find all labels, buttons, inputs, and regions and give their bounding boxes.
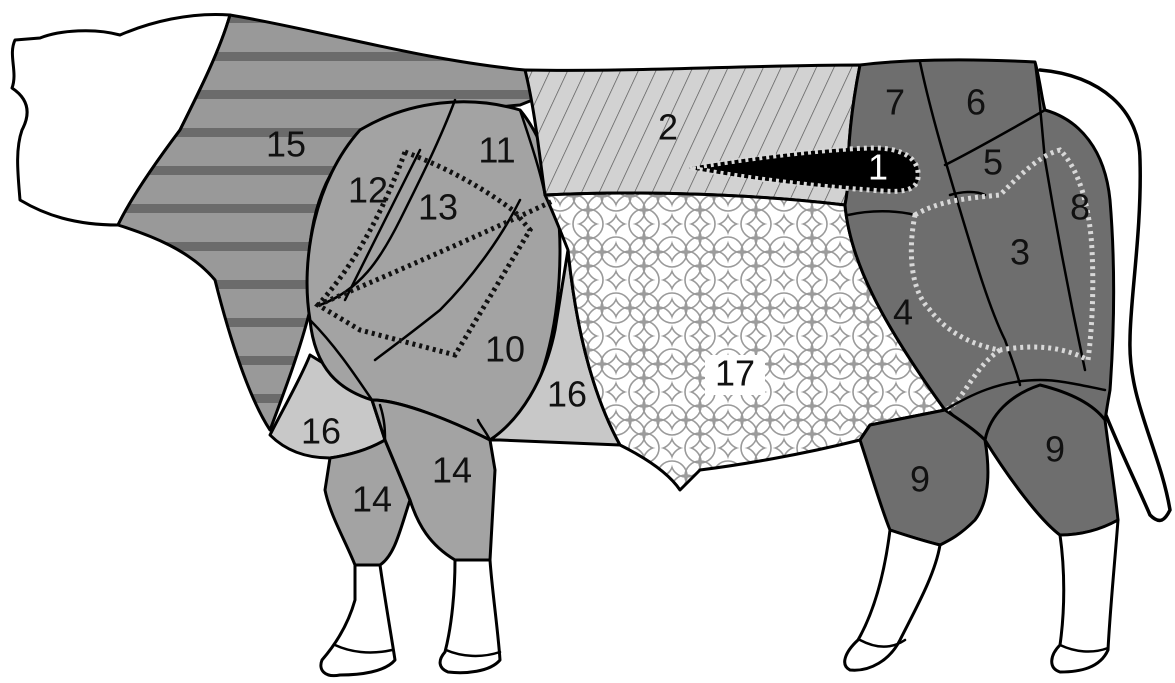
label-cut-4: 4 — [893, 292, 913, 333]
hoof-fore-left — [321, 565, 395, 676]
label-cut-1: 1 — [868, 147, 888, 188]
label-cut-3: 3 — [1010, 232, 1030, 273]
label-cut-5: 5 — [983, 142, 1003, 183]
label-cut-12: 12 — [348, 170, 388, 211]
label-cut-11: 11 — [478, 130, 515, 171]
label-cut-9-right: 9 — [1045, 429, 1065, 470]
label-cut-16-right: 16 — [547, 374, 587, 415]
label-cut-15: 15 — [266, 124, 306, 165]
label-cut-2: 2 — [658, 107, 678, 148]
label-cut-9-left: 9 — [910, 459, 930, 500]
label-cut-16-left: 16 — [301, 411, 341, 452]
label-cut-10: 10 — [485, 329, 525, 370]
label-cut-13: 13 — [418, 187, 458, 228]
label-cut-6: 6 — [966, 82, 986, 123]
label-cut-14-right: 14 — [432, 450, 472, 491]
label-cut-7: 7 — [885, 82, 905, 123]
hoof-hind-left — [845, 530, 940, 670]
label-cut-8: 8 — [1070, 187, 1090, 228]
label-cut-17: 17 — [715, 353, 755, 394]
label-cut-14-left: 14 — [352, 479, 392, 520]
